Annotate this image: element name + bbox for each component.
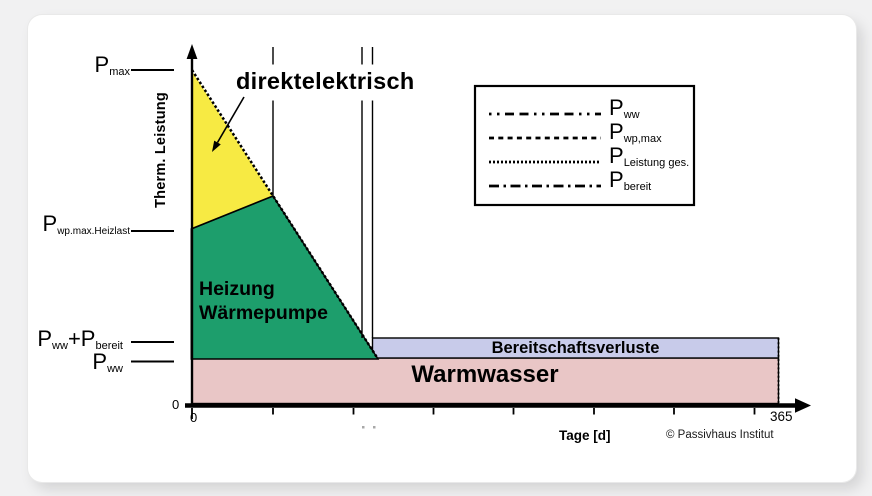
legend-label-pww-base: P (609, 95, 624, 120)
x-axis-arrowhead (795, 398, 811, 413)
y-label-pww-pbereit-p2: +P (67, 326, 96, 351)
y-label-pww-pbereit-p1: P (37, 326, 53, 351)
legend-label-pwpmax-base: P (609, 119, 624, 144)
y-label-pmax-base: P (94, 52, 110, 77)
copyright-text: © Passivhaus Institut (666, 429, 774, 441)
y-label-pmax-sub: max (109, 66, 130, 79)
legend-line-samples (489, 112, 601, 188)
legend-label-pleistungges-sub: Leistung ges. (623, 157, 690, 170)
marker-lines (272, 47, 374, 338)
legend-label-pwpmax: Pwp,max (609, 121, 662, 145)
direktelektrisch-arrowhead (212, 140, 221, 152)
y-label-pww-pbereit-s2: bereit (95, 340, 123, 353)
legend-label-pbereit-base: P (609, 167, 624, 192)
heizung-label-line1: Heizung (199, 278, 275, 300)
y-label-pww: Pww (26, 351, 123, 375)
heizung-waermepumpe-label: Heizung Wärmepumpe (199, 277, 328, 325)
y-axis-arrowhead (186, 44, 198, 59)
faint-mark-right (373, 426, 376, 429)
y-label-pwpmax: Pwp.max.Heizlast (28, 211, 131, 237)
x-axis-title: Tage [d] (559, 428, 611, 443)
x-axis-zero-label: 0 (190, 410, 198, 425)
direktelektrisch-arrow-line (216, 96, 245, 143)
y-label-pww-pbereit-s1: ww (52, 340, 68, 353)
warmwasser-area (191, 357, 780, 405)
legend-label-pbereit: Pbereit (609, 169, 651, 193)
warmwasser-label: Warmwasser (411, 361, 559, 388)
bereitschaftsverluste-label: Bereitschaftsverluste (491, 339, 660, 357)
faint-mark-left (362, 426, 365, 429)
heizung-label-line2: Wärmepumpe (199, 302, 328, 324)
y-label-pww-base: P (92, 349, 108, 374)
y-axis-title: Therm. Leistung (152, 92, 169, 208)
legend-label-pww: Pww (609, 97, 640, 121)
legend-label-pww-sub: ww (623, 109, 640, 122)
legend-label-pleistungges-base: P (609, 143, 624, 168)
legend-label-pwpmax-sub: wp,max (623, 133, 662, 146)
legend-label-pleistungges: PLeistung ges. (609, 145, 689, 169)
y-label-pmax: Pmax (40, 54, 130, 78)
wp-capacity-line (190, 195, 274, 230)
y-label-pww-sub: ww (107, 363, 123, 376)
direktelektrisch-label: direktelektrisch (236, 68, 415, 94)
x-axis-ticks (191, 408, 756, 419)
y-label-pwpmax-base: P (42, 211, 58, 236)
y-label-pwpmax-sub: wp.max.Heizlast (57, 225, 130, 237)
y-axis-zero-label: 0 (172, 397, 180, 412)
direktelektrisch-area (191, 70, 273, 229)
legend-label-pbereit-sub: bereit (623, 181, 652, 194)
x-axis-end-label: 365 (770, 409, 793, 424)
leistung-ges-curve (190, 69, 380, 360)
y-label-pww-pbereit: Pww+Pbereit (26, 328, 123, 352)
y-axis-level-dashes (131, 69, 174, 363)
